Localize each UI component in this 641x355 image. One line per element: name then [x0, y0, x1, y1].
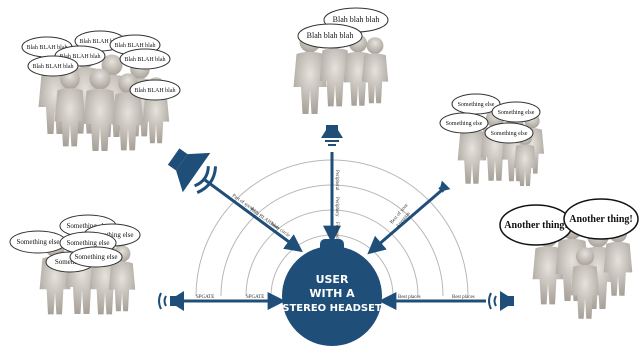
speaker-left-diag-icon: [167, 148, 218, 194]
arrows: [180, 152, 486, 310]
bubble-ll-6: Something else: [69, 246, 123, 268]
bubble-rl-2: Another thing!: [563, 198, 639, 240]
bubble-tc-2-text: Blah blah blah: [307, 31, 354, 40]
bubble-rl-1: Another thing!: [499, 204, 573, 246]
speaker-left-icon: [158, 291, 184, 311]
label-right-inner: Best places: [398, 295, 421, 300]
bubble-ru-2-text: Something else: [498, 110, 535, 116]
speaker-right-diag-icon: [438, 180, 451, 193]
bubble-rl-2-text: Another thing!: [569, 214, 632, 225]
bubble-ll-5-text: Something: [55, 258, 86, 266]
bubble-ll-2-text: Something else: [67, 222, 110, 230]
bubble-tl-6-text: Blah BLAH blah: [125, 57, 166, 63]
label-top-inner: Focused: [334, 222, 339, 239]
bubble-ru-3-text: Something else: [446, 121, 483, 127]
bubble-ll-6-text: Something else: [75, 253, 118, 261]
bubble-tc-1-text: Blah blah blah: [333, 15, 380, 24]
bubble-rl-1-text: Another thing!: [504, 220, 567, 231]
bubble-tl-6: Blah BLAH blah: [119, 48, 171, 70]
bubble-tl-7: Blah BLAH blah: [129, 79, 181, 101]
bubble-ll-4-text: Something else: [67, 239, 110, 247]
bubble-ll-1-text: Something else: [17, 238, 60, 246]
user-node: USER WITH A STEREO HEADSET: [282, 239, 382, 346]
bubble-ru-4: Something else: [484, 122, 534, 144]
label-left-outer: SPGATE: [196, 295, 214, 300]
arrow-right-diag: [367, 188, 443, 255]
bubble-ru-4-text: Something else: [491, 131, 528, 137]
bubble-tl-7-text: Blah BLAH blah: [135, 88, 176, 94]
bubble-tl-3-text: Blah BLAH blah: [115, 43, 156, 49]
bubble-tl-5-text: Blah BLAH blah: [33, 64, 74, 70]
bubble-tl-2-text: Blah BLAH blah: [80, 39, 121, 45]
bubble-tl-4-text: Blah BLAH blah: [60, 54, 101, 60]
bubble-ll-3-text: Something else: [91, 231, 134, 239]
label-right-outer: Best places: [452, 295, 475, 300]
label-left-inner: SPGATE: [246, 295, 264, 300]
user-line-3: STEREO HEADSET: [282, 303, 382, 314]
bubble-tc-2: Blah blah blah: [297, 23, 363, 49]
speaker-top-icon: [321, 125, 343, 146]
bubble-ru-1-text: Something else: [458, 102, 495, 108]
bubble-tl-1-text: Blah BLAH blah: [27, 45, 68, 51]
label-top-outer: Peripheral: [334, 170, 339, 191]
speaker-right-icon: [488, 291, 514, 311]
bubble-ru-3: Something else: [439, 112, 489, 134]
user-line-2: WITH A: [309, 287, 355, 300]
label-top-mid: Periphery: [334, 197, 339, 217]
bubble-tl-5: Blah BLAH blah: [27, 55, 79, 77]
bubble-ru-2: Something else: [491, 101, 541, 123]
user-line-1: USER: [316, 273, 349, 286]
bubble-ll-1: Something else: [9, 230, 67, 254]
arrow-left-diag: [204, 178, 303, 253]
